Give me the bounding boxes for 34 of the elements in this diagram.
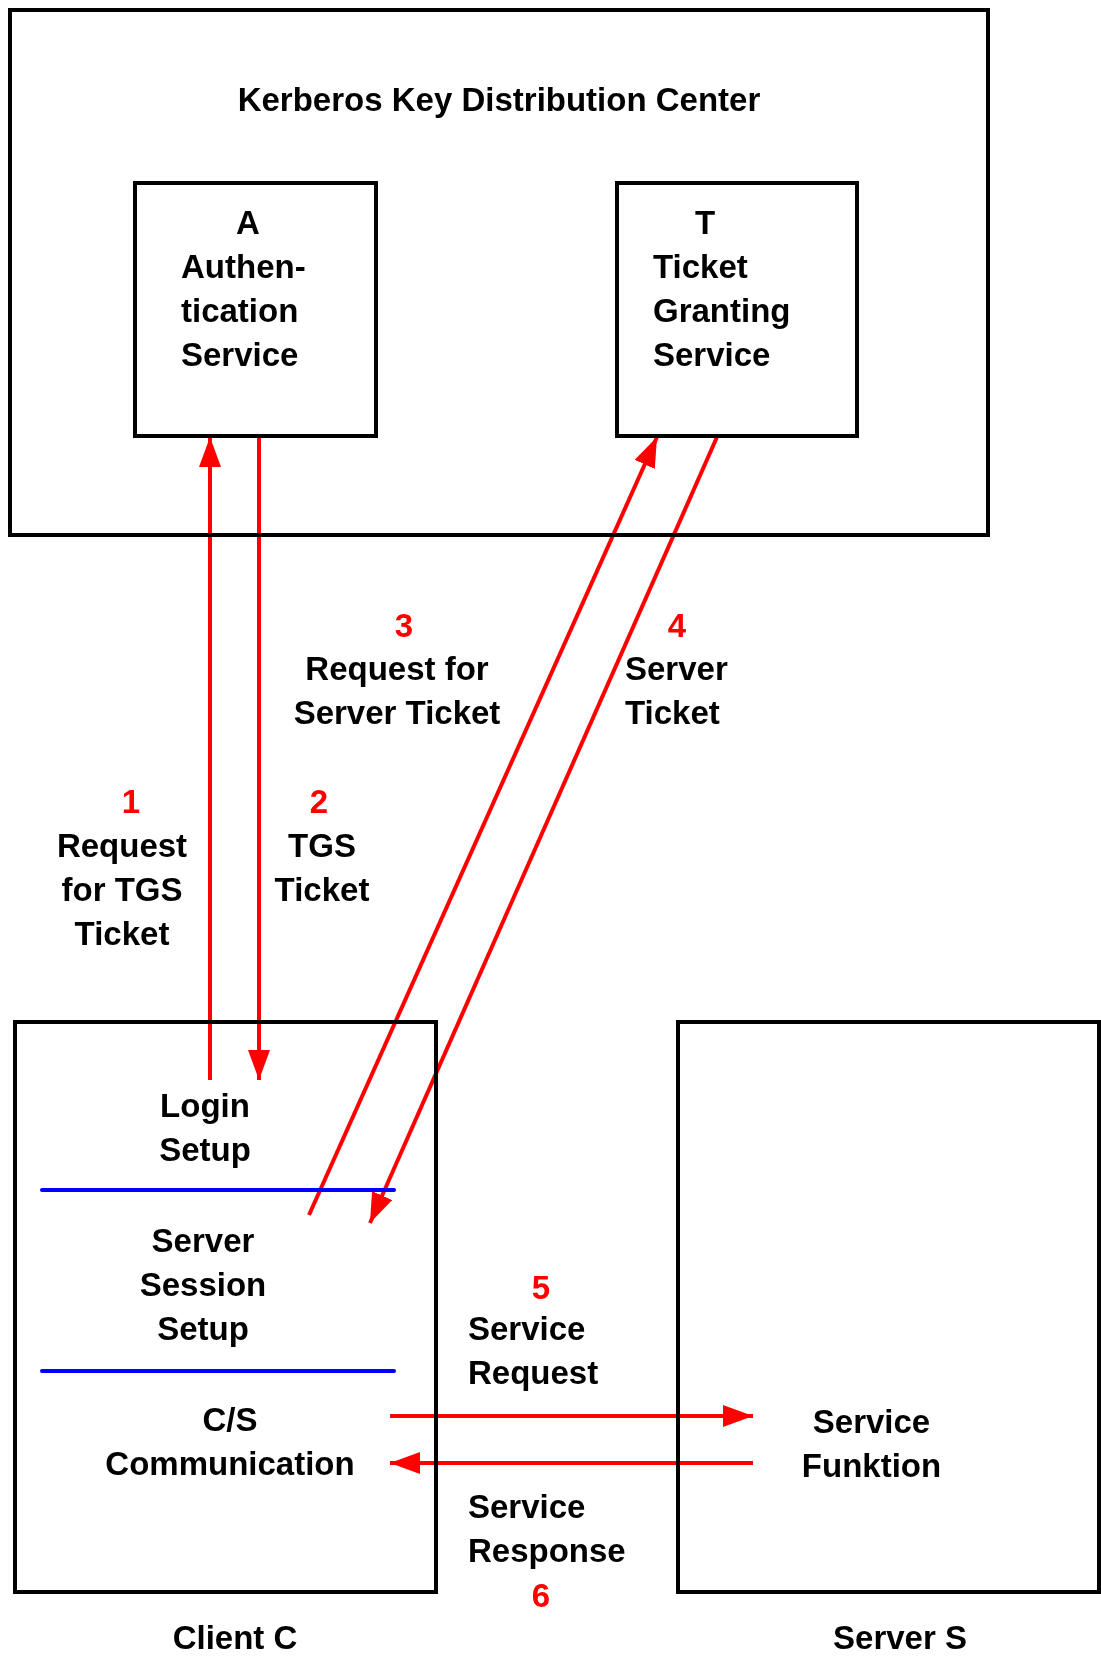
box-letter: A — [235, 203, 261, 243]
box-letter: T — [693, 203, 717, 243]
step-number: 6 — [530, 1576, 552, 1616]
edge-label: Server Ticket — [625, 649, 729, 733]
arrow — [248, 437, 270, 1080]
edge-label: Request for Server Ticket — [292, 649, 502, 733]
box-label: Ticket Granting Service — [653, 247, 792, 375]
step-number: 5 — [530, 1268, 552, 1308]
arrow — [307, 436, 659, 1216]
edge-label: Request for TGS Ticket — [55, 826, 189, 954]
arrow — [199, 437, 221, 1080]
arrow — [390, 1452, 753, 1474]
arrow — [390, 1405, 753, 1427]
server-box — [676, 1020, 1101, 1594]
step-label: C/S Communication — [104, 1400, 356, 1484]
box-title: Kerberos Key Distribution Center — [236, 80, 762, 120]
edge-label: Service Response — [468, 1487, 627, 1571]
system-box — [8, 8, 990, 537]
box-caption: Client C — [171, 1620, 299, 1656]
step-number: 4 — [666, 606, 688, 646]
box-label: Authen- tication Service — [181, 247, 307, 375]
box-caption: Server S — [832, 1620, 968, 1656]
step-label: Service Funktion — [800, 1402, 943, 1486]
step-number: 3 — [393, 606, 415, 646]
edge-label: Service Request — [468, 1309, 600, 1393]
step-label: Login Setup — [158, 1086, 252, 1170]
client-box — [13, 1020, 438, 1594]
service-box — [615, 181, 859, 438]
edge-label: TGS Ticket — [273, 826, 371, 910]
arrow — [368, 436, 719, 1224]
step-label: Server Session Setup — [138, 1221, 268, 1349]
step-number: 1 — [120, 782, 142, 822]
step-number: 2 — [308, 782, 330, 822]
service-box — [133, 181, 378, 438]
